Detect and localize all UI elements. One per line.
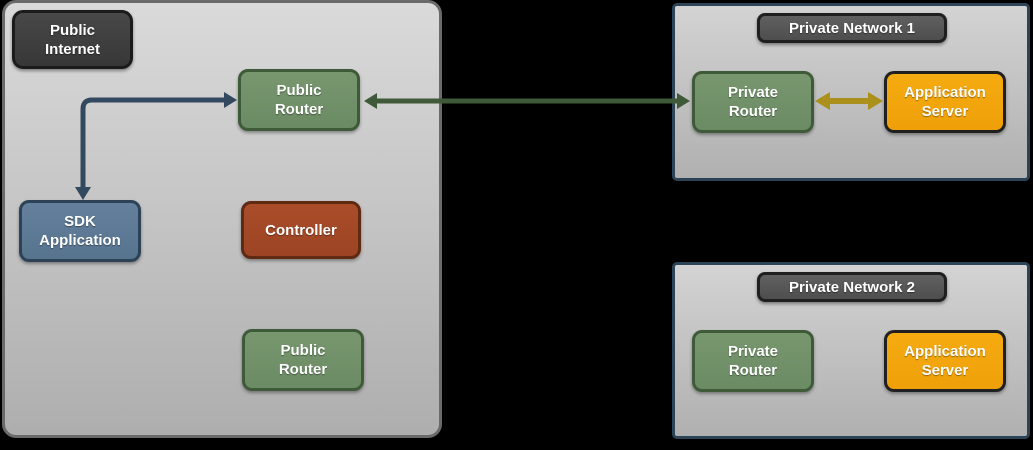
- private-network-2-badge-label: Private Network 2: [789, 278, 915, 296]
- node-private-router-2: Private Router: [692, 330, 814, 392]
- node-label: Public Router: [274, 82, 324, 118]
- private-network-1-container: Private Network 1 Private Router Applica…: [672, 3, 1030, 181]
- node-private-router-1: Private Router: [692, 71, 814, 133]
- node-label: Private Router: [727, 84, 779, 120]
- public-internet-container: Public Internet Public Router SDK Applic…: [2, 0, 442, 438]
- node-application-server-2: Application Server: [884, 330, 1006, 392]
- private-network-2-container: Private Network 2 Private Router Applica…: [672, 262, 1030, 439]
- private-network-1-badge-label: Private Network 1: [789, 19, 915, 37]
- private-network-2-badge: Private Network 2: [757, 272, 947, 302]
- node-label: Application Server: [904, 343, 986, 379]
- node-label: Controller: [265, 221, 337, 239]
- public-internet-badge: Public Internet: [12, 10, 133, 69]
- public-internet-badge-label: Public Internet: [44, 21, 100, 58]
- node-label: Application Server: [904, 84, 986, 120]
- node-sdk-application: SDK Application: [19, 200, 141, 262]
- node-application-server-1: Application Server: [884, 71, 1006, 133]
- private-network-1-badge: Private Network 1: [757, 13, 947, 43]
- node-controller: Controller: [241, 201, 361, 259]
- node-label: SDK Application: [39, 213, 121, 249]
- node-public-router-top: Public Router: [238, 69, 360, 131]
- node-label: Public Router: [278, 342, 328, 378]
- node-public-router-bottom: Public Router: [242, 329, 364, 391]
- node-label: Private Router: [727, 343, 779, 379]
